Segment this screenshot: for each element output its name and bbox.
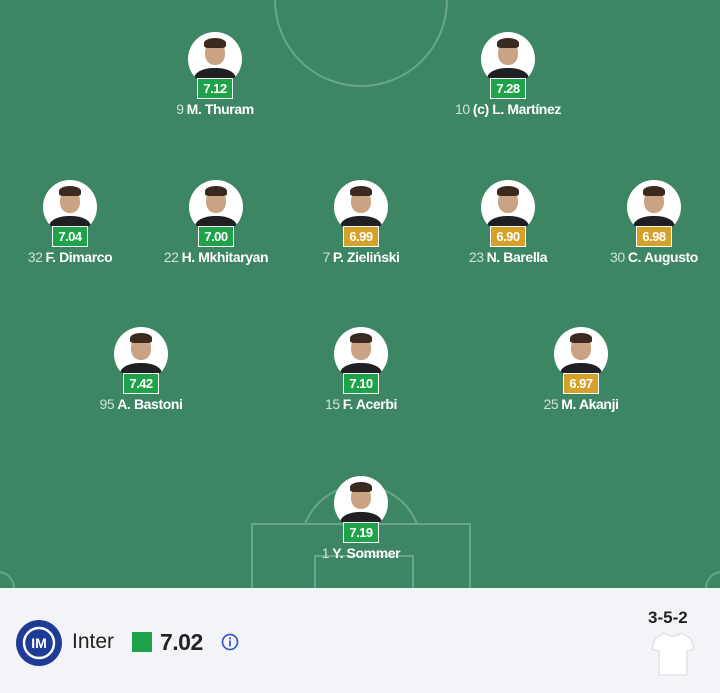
team-name: Inter [72, 630, 115, 653]
player-card[interactable]: 7.28 10(c) L. Martínez [408, 32, 608, 123]
info-icon[interactable] [221, 633, 239, 651]
player-number: 22 [163, 249, 179, 265]
player-rating-badge: 6.98 [636, 226, 672, 247]
player-name: M. Thuram [186, 101, 255, 117]
player-avatar [334, 180, 388, 234]
player-number: 23 [468, 249, 484, 265]
player-number: 30 [610, 249, 625, 265]
player-name: Y. Sommer [332, 545, 401, 561]
inter-logo-graphic: IM [17, 621, 61, 665]
player-number: 10 [455, 101, 470, 117]
player-rating-badge: 6.99 [343, 226, 379, 247]
player-rating-badge: 6.90 [490, 226, 526, 247]
player-rating-badge: 7.28 [490, 78, 526, 99]
inter-logo[interactable]: IM [16, 620, 62, 666]
player-name: A. Bastoni [117, 396, 183, 412]
player-name: N. Barella [486, 249, 548, 265]
player-avatar [481, 180, 535, 234]
player-name: (c) L. Martínez [472, 101, 562, 117]
player-rating-badge: 6.97 [563, 373, 599, 394]
player-name-line: 10(c) L. Martínez [408, 101, 608, 117]
player-name: F. Acerbi [342, 396, 398, 412]
player-name: P. Zieliński [332, 249, 400, 265]
formation-label: 3-5-2 [648, 608, 688, 627]
player-number: 15 [324, 396, 340, 412]
logo-letters: IM [31, 635, 47, 651]
player-name: H. Mkhitaryan [181, 249, 269, 265]
shirt-icon[interactable] [650, 630, 696, 678]
player-number: 95 [99, 396, 115, 412]
team-footer [0, 588, 720, 693]
player-number: 7 [322, 249, 331, 265]
player-avatar [334, 327, 388, 381]
player-rating-badge: 7.42 [123, 373, 159, 394]
player-rating-badge: 7.10 [343, 373, 379, 394]
player-name: C. Augusto [627, 249, 699, 265]
player-name: F. Dimarco [45, 249, 113, 265]
team-rating: 7.02 [160, 629, 203, 655]
player-avatar [334, 476, 388, 530]
player-rating-badge: 7.19 [343, 522, 379, 543]
player-rating-badge: 7.12 [197, 78, 233, 99]
player-number: 25 [543, 396, 559, 412]
player-rating-badge: 7.00 [198, 226, 234, 247]
player-avatar [554, 327, 608, 381]
player-number: 32 [27, 249, 43, 265]
team-rating-indicator [132, 632, 152, 652]
player-rating-badge: 7.04 [52, 226, 88, 247]
player-number: 9 [176, 101, 184, 117]
player-name: M. Akanji [561, 396, 619, 412]
player-number: 1 [321, 545, 330, 561]
